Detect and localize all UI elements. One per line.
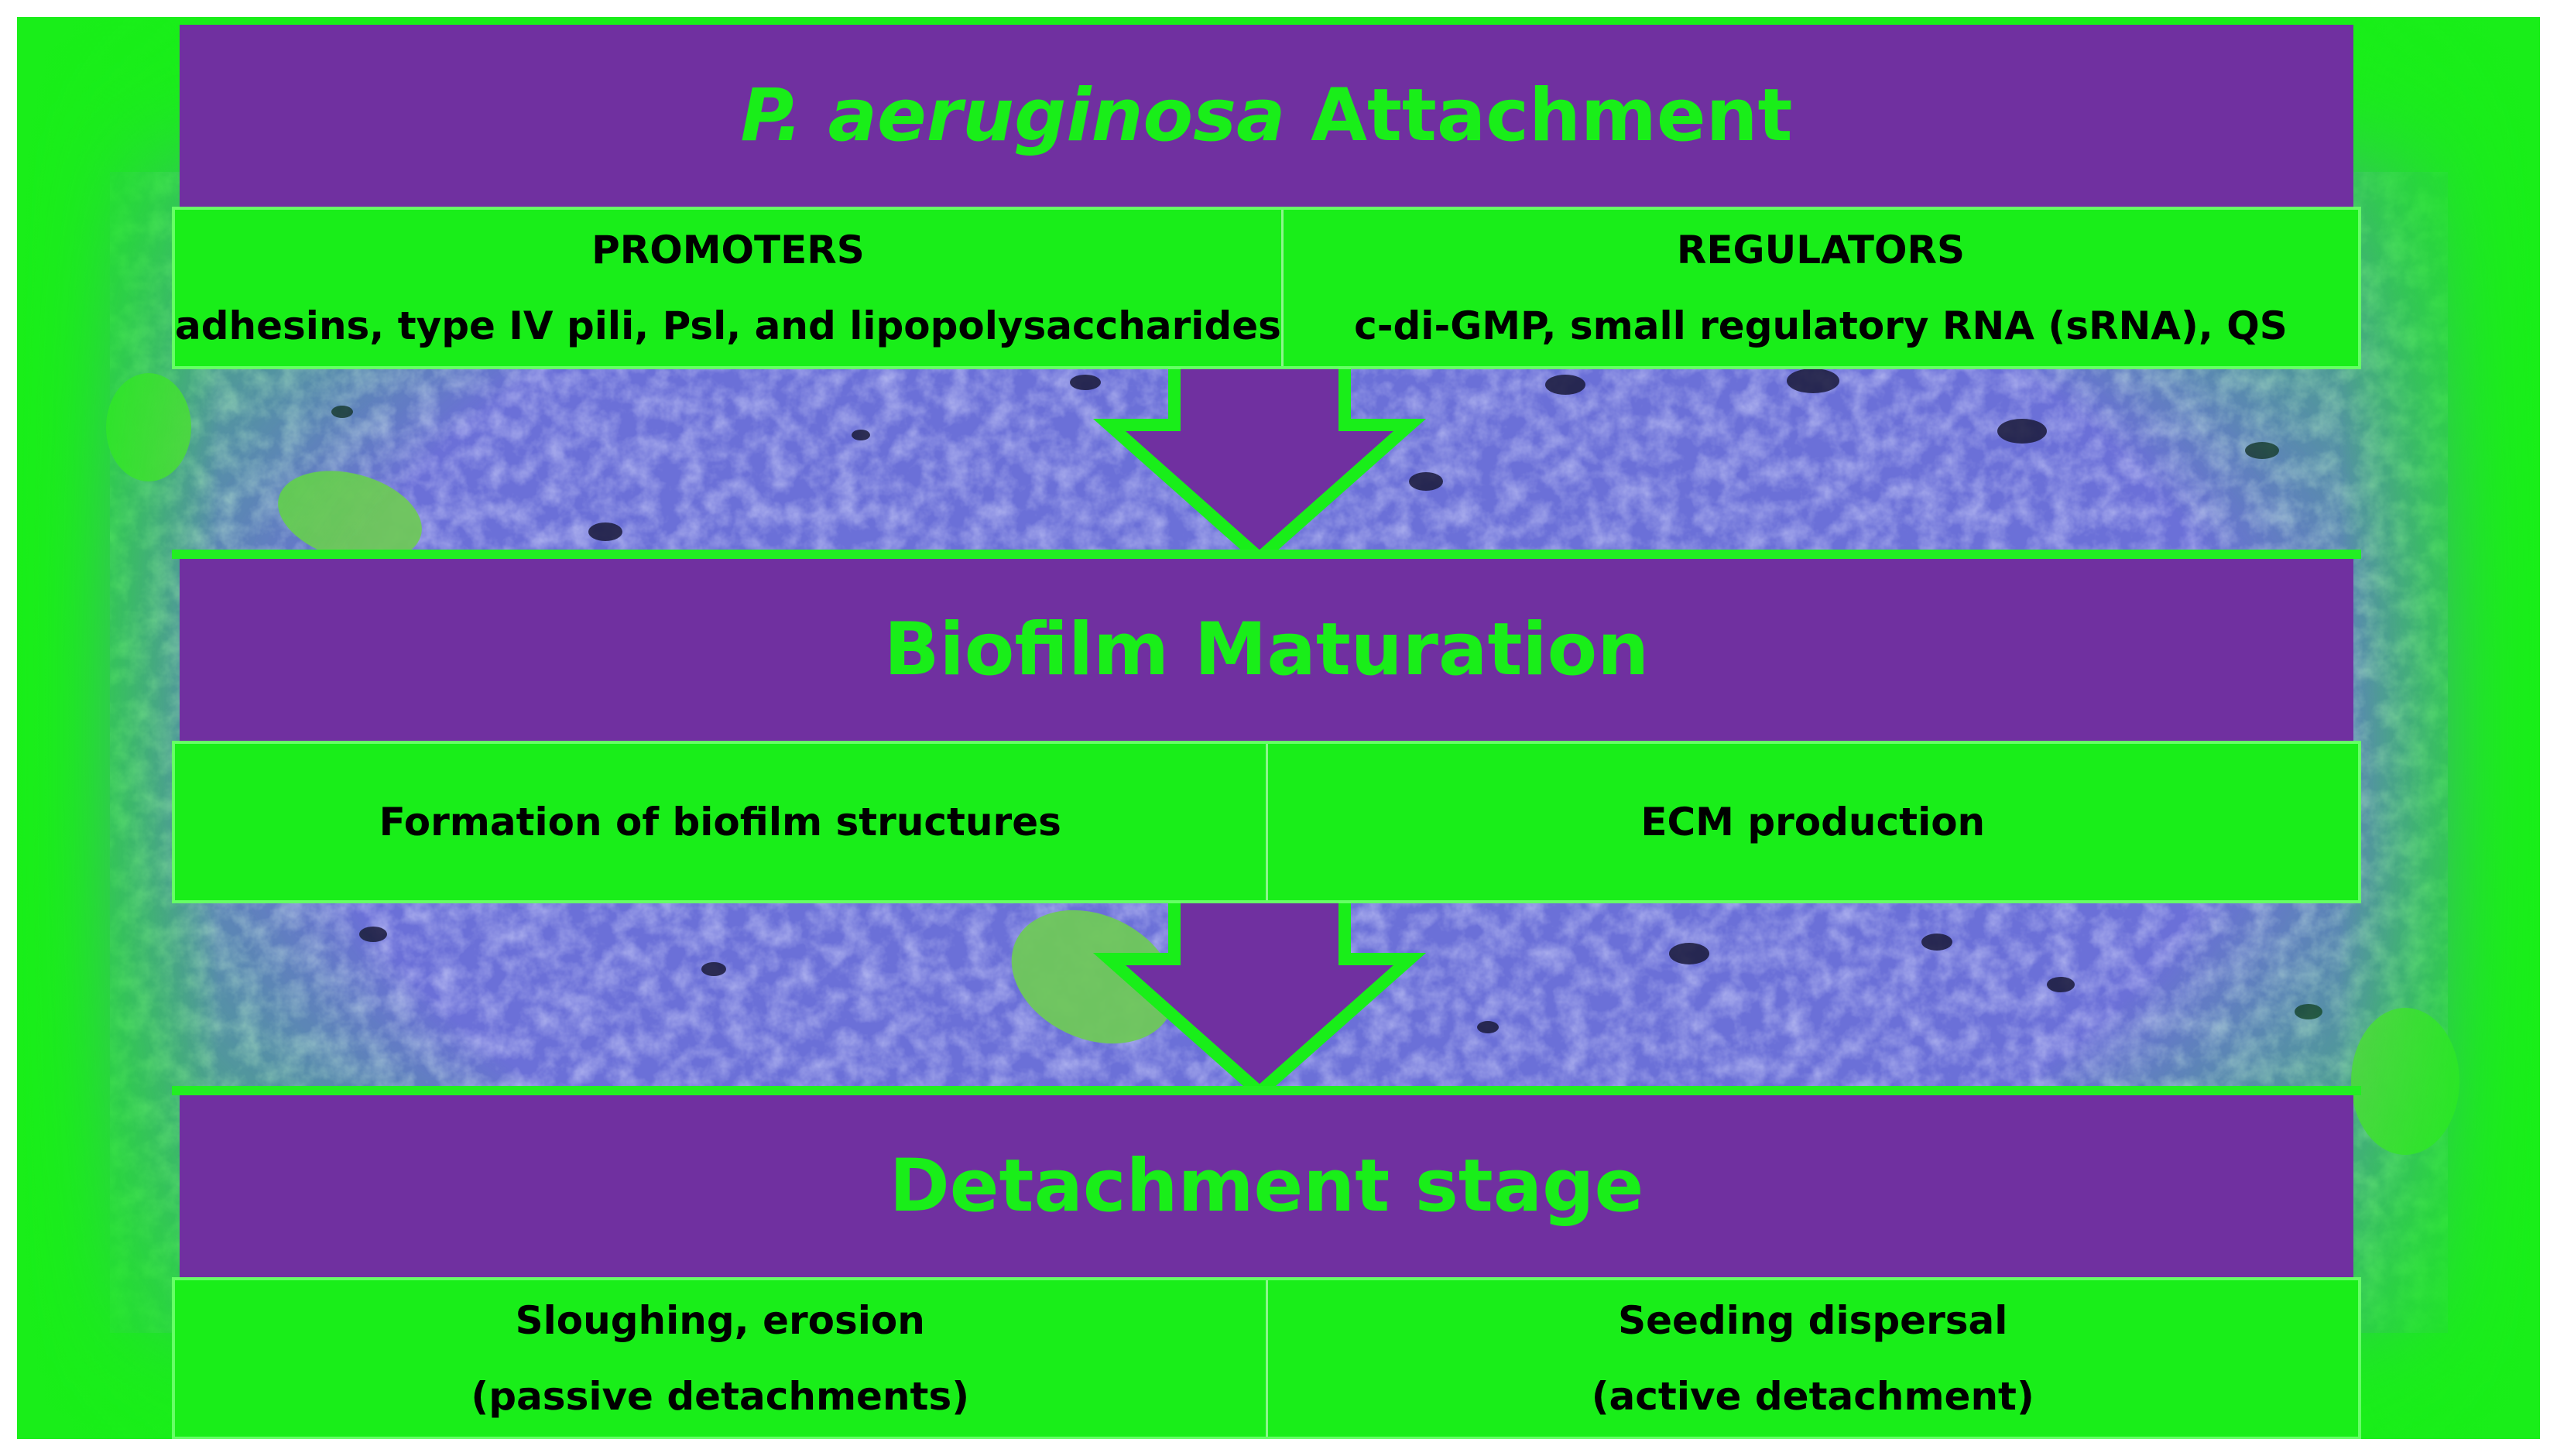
stage-header: Biofilm Maturation: [180, 559, 2353, 741]
stage-title-italic: P. aeruginosa: [740, 74, 1286, 158]
promoters-cell: PROMOTERS adhesins, type IV pili, Psl, a…: [175, 210, 1281, 366]
stage-body: PROMOTERS adhesins, type IV pili, Psl, a…: [172, 207, 2361, 369]
flow-arrow-1: [1092, 369, 1427, 563]
stage-header: P. aeruginosa Attachment: [180, 25, 2353, 207]
cell-heading: Seeding dispersal: [1618, 1298, 2008, 1343]
regulators-cell: REGULATORS c-di-GMP, small regulatory RN…: [1280, 210, 2358, 366]
passive-detachment-cell: Sloughing, erosion (passive detachments): [175, 1280, 1266, 1437]
active-detachment-cell: Seeding dispersal (active detachment): [1265, 1280, 2359, 1437]
stage-detachment: Detachment stage Sloughing, erosion (pas…: [172, 1086, 2361, 1439]
cell-heading: PROMOTERS: [591, 228, 865, 272]
structures-cell: Formation of biofilm structures: [175, 744, 1266, 900]
ecm-cell: ECM production: [1265, 744, 2359, 900]
cell-text: Formation of biofilm structures: [379, 800, 1061, 844]
cell-text: ECM production: [1640, 800, 1986, 844]
stage-body: Formation of biofilm structures ECM prod…: [172, 741, 2361, 903]
stage-title: Detachment stage: [889, 1144, 1644, 1228]
stage-top-border: [172, 1086, 2361, 1095]
cell-heading: Sloughing, erosion: [515, 1298, 925, 1343]
flow-arrow-2: [1092, 903, 1427, 1097]
stage-top-border: [172, 550, 2361, 559]
stage-header: Detachment stage: [180, 1095, 2353, 1277]
cell-text: (passive detachments): [471, 1374, 970, 1419]
cell-text: (active detachment): [1591, 1374, 2034, 1419]
stage-title: Biofilm Maturation: [884, 608, 1649, 692]
cell-heading: REGULATORS: [1676, 228, 1965, 272]
cell-text: c-di-GMP, small regulatory RNA (sRNA), Q…: [1354, 303, 2288, 348]
cell-text: adhesins, type IV pili, Psl, and lipopol…: [175, 303, 1281, 348]
stage-title-text: Biofilm Maturation: [883, 608, 1650, 692]
stage-title: P. aeruginosa Attachment: [741, 74, 1793, 158]
stage-title-text: Attachment: [1311, 74, 1793, 158]
stage-body: Sloughing, erosion (passive detachments)…: [172, 1277, 2361, 1439]
stage-title-text: Detachment stage: [889, 1144, 1644, 1228]
diagram-canvas: P. aeruginosa Attachment PROMOTERS adhes…: [17, 17, 2540, 1439]
stage-attachment: P. aeruginosa Attachment PROMOTERS adhes…: [172, 25, 2361, 369]
stage-maturation: Biofilm Maturation Formation of biofilm …: [172, 550, 2361, 903]
